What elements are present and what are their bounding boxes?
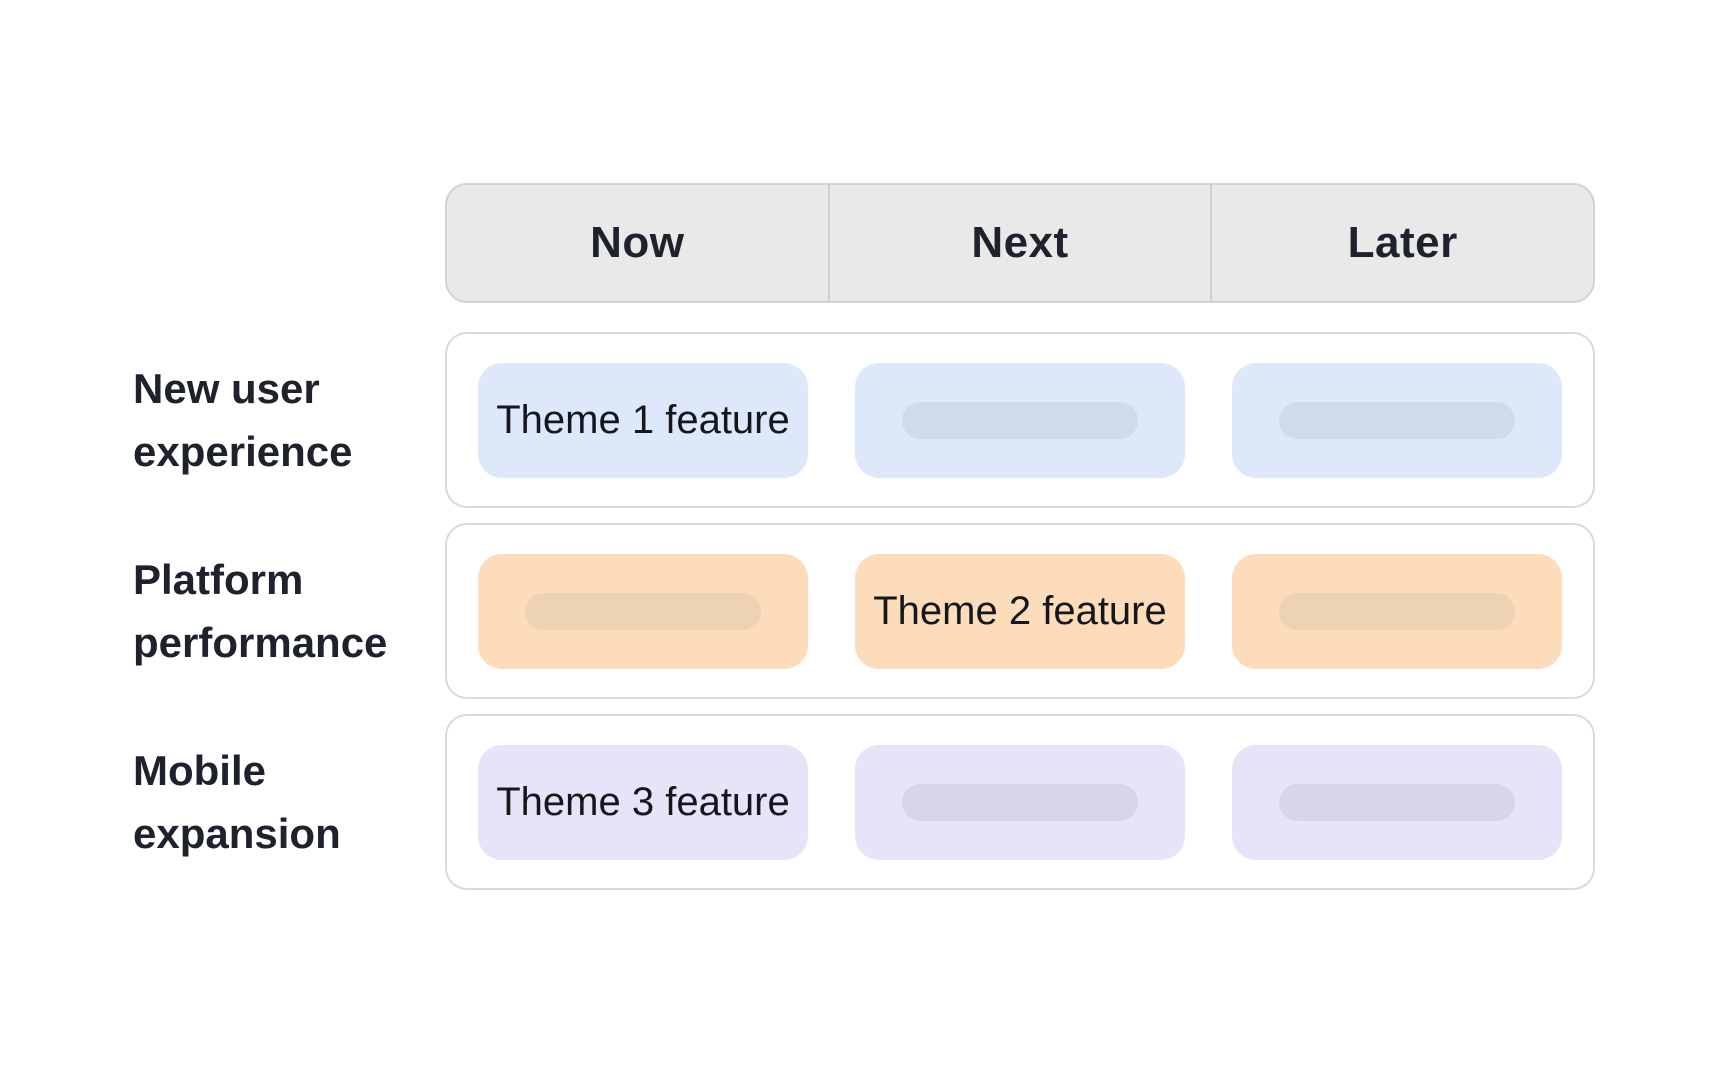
row-label-line: Mobile — [133, 747, 266, 794]
feature-card: Theme 2 feature — [855, 553, 1185, 669]
row-label-line: experience — [133, 428, 353, 475]
row-label-line: performance — [133, 619, 388, 666]
timeline-header: Now Next Later — [445, 183, 1595, 303]
feature-card: Theme 3 feature — [478, 744, 808, 860]
timeline-column-later: Later — [1210, 185, 1593, 301]
theme-row-platform-performance: Theme 2 feature — [445, 523, 1595, 699]
placeholder-pill — [1279, 592, 1515, 630]
theme-row-new-user-experience: Theme 1 feature — [445, 332, 1595, 508]
row-label-new-user-experience: New user experience — [133, 332, 433, 508]
timeline-column-next: Next — [827, 185, 1211, 301]
feature-card-placeholder — [1232, 553, 1562, 669]
timeline-column-now: Now — [590, 218, 685, 267]
placeholder-pill — [902, 783, 1138, 821]
placeholder-pill — [525, 592, 761, 630]
feature-card: Theme 1 feature — [478, 362, 808, 478]
row-label-line: Platform — [133, 556, 304, 603]
feature-card-placeholder — [1232, 362, 1562, 478]
row-label-line: expansion — [133, 810, 341, 857]
placeholder-pill — [902, 401, 1138, 439]
row-label-mobile-expansion: Mobile expansion — [133, 714, 433, 890]
placeholder-pill — [1279, 401, 1515, 439]
feature-card-placeholder — [855, 744, 1185, 860]
row-label-platform-performance: Platform performance — [133, 523, 433, 699]
feature-card-placeholder — [855, 362, 1185, 478]
placeholder-pill — [1279, 783, 1515, 821]
feature-card-placeholder — [478, 553, 808, 669]
feature-card-placeholder — [1232, 744, 1562, 860]
theme-row-mobile-expansion: Theme 3 feature — [445, 714, 1595, 890]
row-label-line: New user — [133, 365, 320, 412]
